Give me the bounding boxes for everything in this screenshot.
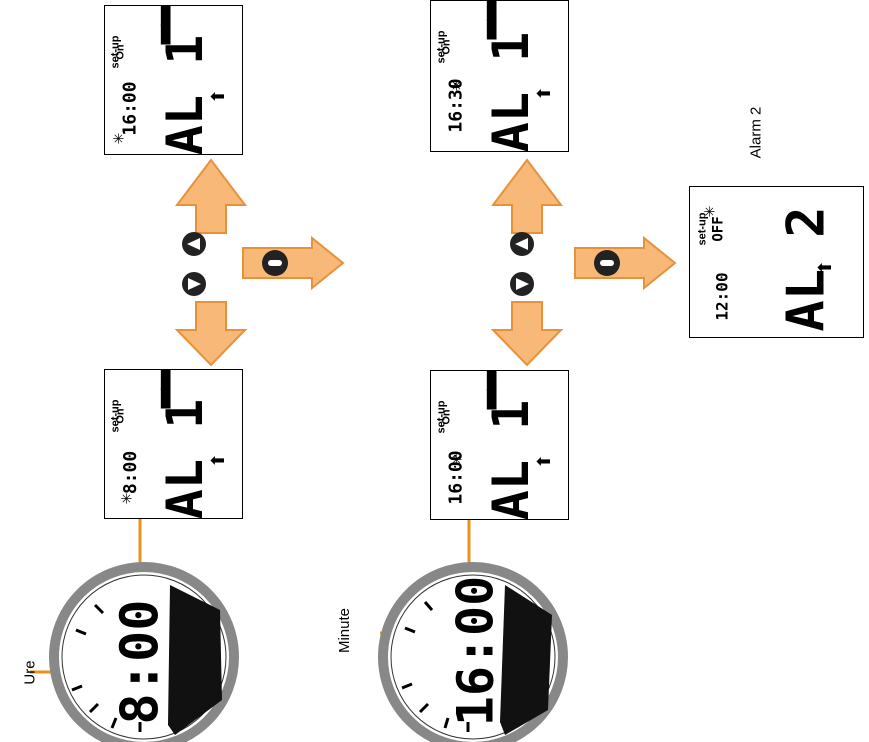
state-label: OFF	[710, 216, 727, 242]
time-label: 16:00	[119, 81, 141, 136]
blink-icon: ✳	[701, 205, 718, 218]
lcd-screen-top-left: ▬▬ set-up On AL 1 16:00 ✳ ⬆	[104, 5, 243, 155]
alarm-label: AL 1	[156, 398, 215, 520]
watch-1-time: 8:00	[110, 599, 171, 725]
arrow-indicator-icon: ⬆	[208, 452, 229, 469]
watch-2-time: 16:00	[446, 575, 505, 727]
right-arrow-1	[242, 235, 345, 291]
lcd-screen-bot-mid: ▬▬ set-up On AL 1 16:00 ✳ ⬆	[430, 370, 569, 520]
watch-face-1	[49, 562, 239, 742]
lcd-screen-bot-left: ▬▬ set-up On AL 1 8:00 ✳ ⬆	[104, 369, 243, 519]
minute-label: Minute	[336, 607, 354, 654]
blink-icon: ✳	[448, 79, 465, 92]
down-button-icon-mid	[510, 272, 534, 296]
time-label: 8:00	[120, 450, 142, 495]
up-button-icon-mid	[510, 232, 534, 256]
down-arrow-left	[174, 301, 248, 367]
setup-label: set-up	[696, 212, 709, 246]
ure-label: Ure	[21, 660, 39, 685]
down-arrow-mid	[490, 301, 564, 367]
down-button-icon	[182, 272, 206, 296]
alarm-label: AL 1	[156, 34, 215, 156]
blink-icon: ✳	[110, 132, 127, 145]
blink-icon: ✳	[118, 492, 135, 505]
state-label: On	[440, 39, 453, 55]
arrow-indicator-icon: ⬆	[534, 453, 555, 470]
blink-icon: ✳	[448, 453, 465, 466]
up-button-icon	[182, 232, 206, 256]
state-label: On	[114, 408, 127, 424]
alarm2-label: Alarm 2	[747, 106, 765, 159]
lcd-screen-right: set-up OFF AL 2 12:00 ✳ ⬆	[689, 186, 864, 338]
arrow-indicator-icon: ⬆	[534, 85, 555, 102]
state-label: On	[114, 44, 127, 60]
up-arrow-left	[174, 158, 248, 234]
up-arrow-mid	[490, 158, 564, 234]
time-label: 12:00	[712, 272, 732, 321]
arrow-indicator-icon: ⬆	[208, 88, 229, 105]
alarm-label: AL 1	[482, 31, 541, 153]
watch-face-2	[378, 562, 568, 742]
state-label: On	[440, 409, 453, 425]
lcd-screen-top-mid: ▬▬ set-up On AL 1 16:30 ✳ ⬆	[430, 0, 569, 152]
right-arrow-2	[574, 235, 677, 291]
alarm-label: AL 1	[482, 399, 541, 521]
arrow-indicator-icon: ⬆	[815, 259, 836, 276]
